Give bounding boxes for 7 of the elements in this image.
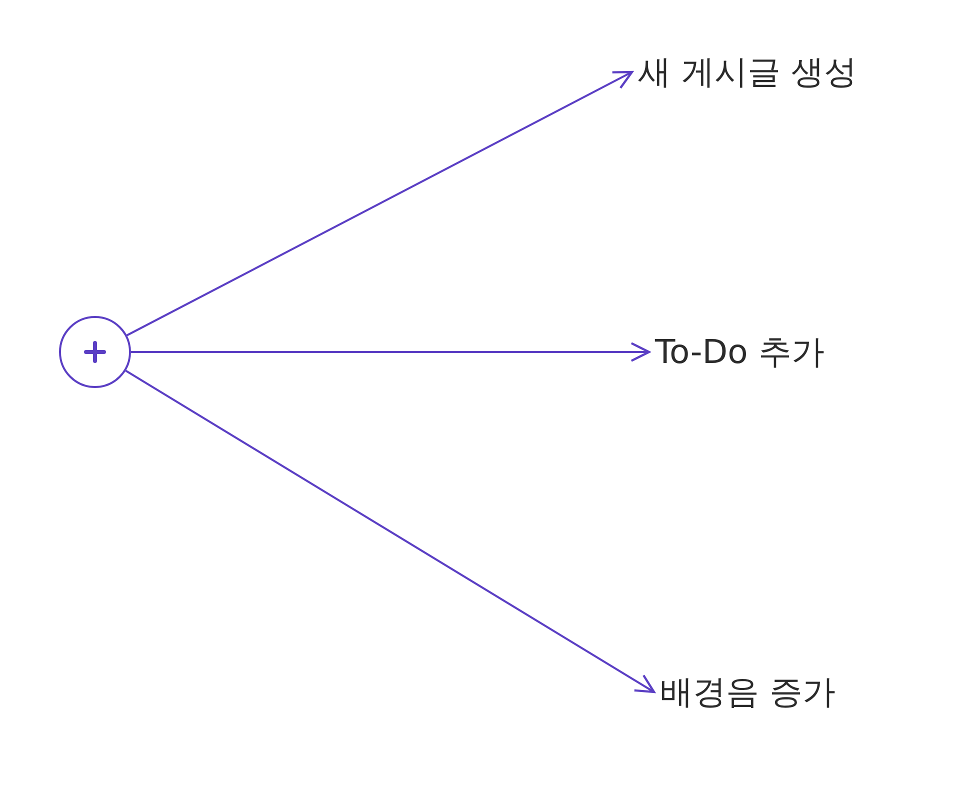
arrow bbox=[131, 342, 650, 362]
arrow bbox=[126, 70, 634, 336]
option-label: 새 게시글 생성 bbox=[638, 52, 857, 92]
add-button bbox=[59, 316, 131, 388]
option-label: To-Do 추가 bbox=[655, 332, 824, 372]
option-label: 배경음 증가 bbox=[660, 672, 836, 712]
arrow bbox=[125, 370, 656, 694]
